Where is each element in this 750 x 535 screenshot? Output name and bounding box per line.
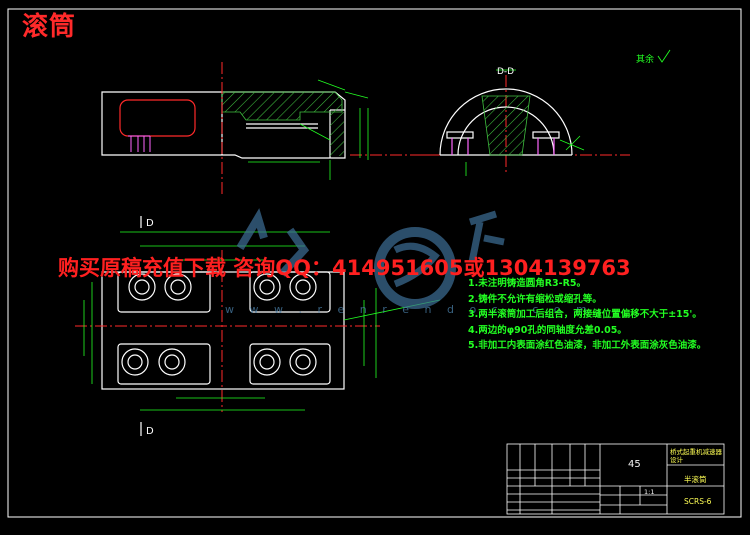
dimensions-top bbox=[248, 79, 369, 180]
drawing-name: 滚筒 bbox=[22, 12, 77, 42]
note-item: 5.非加工内表面涂红色油漆，非加工外表面涂灰色油漆。 bbox=[468, 340, 707, 351]
title-block bbox=[506, 443, 725, 515]
view-label-dd: D-D bbox=[497, 67, 514, 77]
drawing-border bbox=[7, 8, 742, 518]
watermark-url: w w w . r e n r e n d o c . c o m bbox=[225, 303, 593, 316]
centerlines-top bbox=[221, 62, 630, 196]
bolt-detail bbox=[128, 135, 151, 152]
scale-field: 1:1 bbox=[644, 488, 655, 496]
note-item: 1.未注明铸造圆角R3-R5。 bbox=[468, 278, 587, 289]
side-hatch bbox=[481, 95, 531, 156]
technical-notes: 1.未注明铸造圆角R3-R5。 2.铸件不允许有缩松或缩孔等。 3.两半滚筒加工… bbox=[468, 276, 706, 354]
material-field: 45 bbox=[628, 459, 641, 470]
note-item: 3.两半滚筒加工后组合，两接缝位置偏移不大于±15'。 bbox=[468, 309, 702, 320]
drawing-number-field: SCRS-6 bbox=[684, 497, 712, 506]
section-mark-bottom: D bbox=[146, 426, 154, 437]
plan-view bbox=[101, 271, 345, 390]
note-item: 4.两边的φ90孔的同轴度允差0.05。 bbox=[468, 324, 627, 336]
section-mark-top: D bbox=[146, 218, 154, 229]
roughness-icon bbox=[657, 49, 671, 63]
section-hatch bbox=[221, 91, 344, 156]
roughness-note: 其余 bbox=[636, 53, 654, 65]
advert-banner: 购买原稿充值下载 咨询QQ：414951605或1304139763 bbox=[58, 256, 631, 280]
drawing-title-field: 半滚筒 bbox=[684, 475, 707, 484]
centerlines-plan bbox=[75, 250, 380, 412]
project-field: 桥式起重机减速器设计 bbox=[670, 448, 722, 464]
side-dimensions bbox=[465, 69, 585, 176]
note-item: 2.铸件不允许有缩松或缩孔等。 bbox=[468, 293, 602, 305]
watermark-logo bbox=[236, 208, 505, 309]
